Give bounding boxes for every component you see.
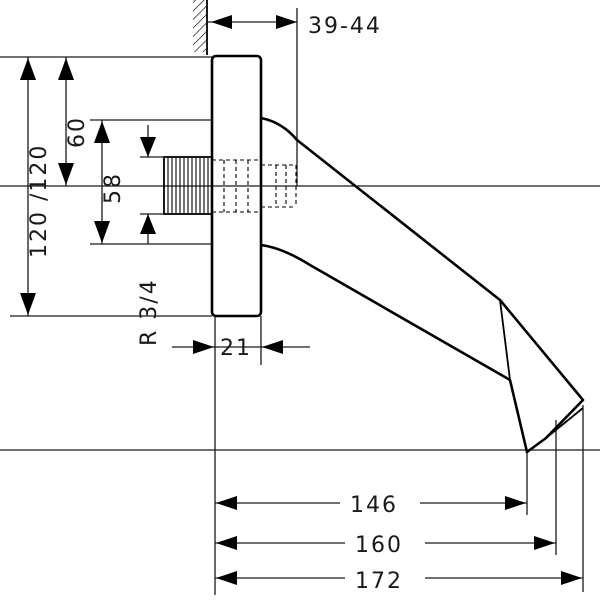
thread-connector: [163, 156, 213, 215]
dimension-reach-172: 172: [215, 569, 583, 594]
dimension-reach-146: 146: [215, 493, 527, 518]
thread-size-label: R 3/4: [137, 278, 162, 346]
flange-depth-label: 21: [220, 336, 252, 361]
dimension-flange-depth: 21: [172, 336, 310, 361]
dimension-reach-160: 160: [215, 533, 556, 558]
arm-body: [260, 116, 585, 454]
dimension-upper-height: 60: [58, 57, 90, 186]
reach-160-label: 160: [355, 533, 403, 558]
wall-hatch: [193, 0, 207, 52]
arm-facet-edge: [499, 299, 511, 381]
dimension-wall-offset: 39-44: [207, 14, 382, 39]
total-height-label: 120 /120: [27, 144, 52, 258]
thread-spacing-label: 58: [101, 172, 126, 204]
shower-arm: [163, 54, 585, 454]
upper-height-label: 60: [65, 116, 90, 148]
dimension-thread-spacing: 58: [94, 120, 126, 244]
thread-lines: [167, 158, 209, 213]
reach-146-label: 146: [350, 493, 398, 518]
reference-lines: [0, 8, 600, 595]
nozzle-face: [545, 407, 584, 439]
wall: [193, 0, 208, 55]
hidden-thread: [212, 159, 297, 213]
wall-offset-label: 39-44: [308, 14, 382, 39]
dimension-total-height: 120 /120: [20, 57, 52, 316]
dimension-thread: R 3/4: [137, 125, 164, 346]
reach-172-label: 172: [355, 569, 403, 594]
